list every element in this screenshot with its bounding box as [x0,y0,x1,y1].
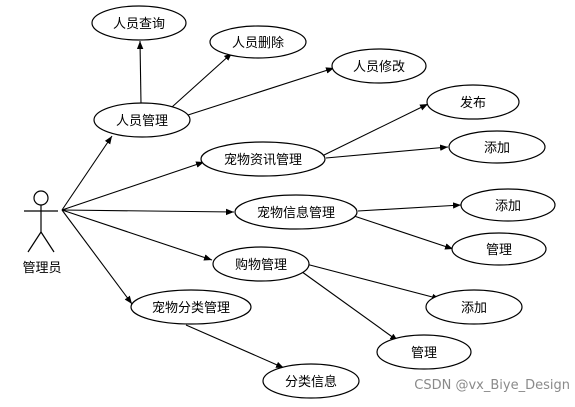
use-case-shop-manage-label: 管理 [411,346,437,361]
use-case-pet-info-mgmt-label: 宠物信息管理 [257,205,335,221]
use-case-person-delete-label: 人员删除 [232,36,284,51]
use-case-info-manage-label: 管理 [486,243,512,258]
use-case-shop-add: 添加 [425,289,523,325]
use-case-person-modify-label: 人员修改 [353,60,405,75]
edge-shopping-manage [297,268,399,342]
use-case-news-publish: 发布 [426,84,520,120]
edge-actor-pet-info [61,208,235,216]
actor-right-leg [40,231,55,253]
use-case-person-delete: 人员删除 [209,25,307,59]
use-case-person-query-label: 人员查询 [113,17,165,32]
use-case-pet-category-mgmt: 宠物分类管理 [130,289,252,325]
use-case-pet-news-mgmt-label: 宠物资讯管理 [224,152,302,168]
use-case-person-query: 人员查询 [91,5,187,41]
edge-actor-shopping [61,209,213,261]
use-case-category-info: 分类信息 [262,363,360,399]
use-case-pet-info-mgmt: 宠物信息管理 [234,194,358,230]
edge-person-mgmt-modify [187,67,335,116]
use-case-info-add-label: 添加 [495,199,521,214]
edge-actor-pet-category [61,209,133,305]
edge-pet-news-add [325,144,449,159]
actor-left-leg [27,231,42,253]
use-case-person-mgmt: 人员管理 [93,102,191,138]
edge-pet-info-add [357,202,462,212]
watermark-text: CSDN @vx_Biye_Design [414,378,570,393]
edge-person-mgmt-delete [171,52,233,108]
use-case-shop-manage: 管理 [376,334,472,370]
use-case-shopping-mgmt: 购物管理 [212,246,310,282]
edge-pet-info-manage [353,215,454,250]
use-case-shopping-mgmt-label: 购物管理 [235,257,287,273]
use-case-category-info-label: 分类信息 [285,374,337,390]
use-case-news-add-label: 添加 [484,141,510,156]
use-case-news-add: 添加 [448,130,546,164]
actor-admin: 管理员 [22,190,62,276]
edge-shopping-add [305,263,441,301]
edge-actor-person-mgmt [61,135,113,211]
edge-person-mgmt-query [136,40,144,105]
actor-head [33,190,49,206]
edge-pet-news-publish [321,103,429,157]
use-case-info-add: 添加 [460,188,556,222]
use-case-pet-category-mgmt-label: 宠物分类管理 [152,300,230,316]
use-case-person-modify: 人员修改 [331,48,427,84]
actor-label: 管理员 [22,261,61,276]
use-case-info-manage: 管理 [451,232,547,266]
edge-actor-pet-news [61,161,205,211]
use-case-pet-news-mgmt: 宠物资讯管理 [200,141,326,177]
use-case-shop-add-label: 添加 [461,301,487,316]
associations [61,40,462,369]
use-case-news-publish-label: 发布 [460,95,486,111]
use-case-person-mgmt-label: 人员管理 [116,114,168,129]
edge-pet-category-info [185,324,285,369]
